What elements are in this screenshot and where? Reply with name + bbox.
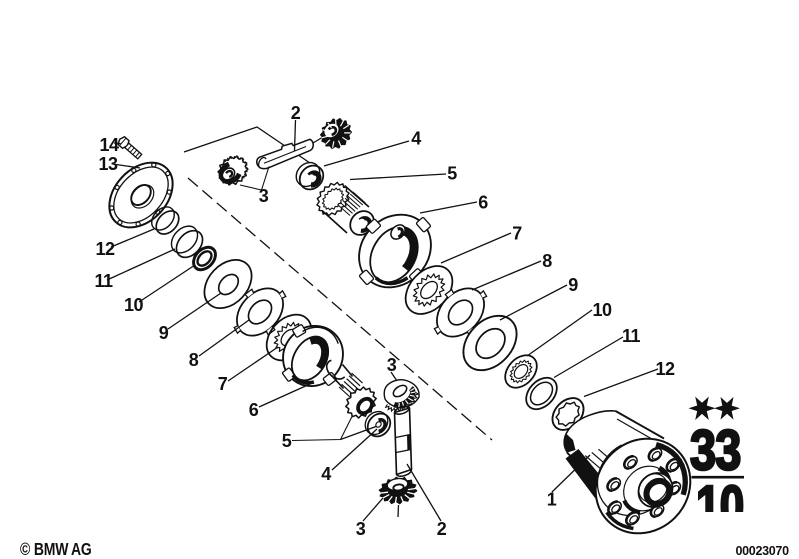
svg-text:5: 5 — [282, 431, 292, 451]
svg-text:2: 2 — [291, 103, 301, 123]
svg-text:12: 12 — [95, 239, 115, 259]
svg-text:6: 6 — [478, 193, 488, 213]
svg-text:9: 9 — [568, 275, 578, 295]
svg-text:00023070: 00023070 — [736, 544, 790, 558]
svg-text:33: 33 — [690, 419, 740, 482]
svg-text:8: 8 — [189, 350, 199, 370]
svg-text:1: 1 — [547, 490, 557, 510]
svg-text:8: 8 — [542, 251, 552, 271]
svg-text:13: 13 — [98, 154, 118, 174]
svg-text:7: 7 — [512, 224, 522, 244]
svg-text:11: 11 — [94, 271, 113, 291]
svg-text:7: 7 — [218, 374, 228, 394]
svg-text:12: 12 — [655, 359, 675, 379]
svg-text:10: 10 — [592, 300, 612, 320]
svg-text:2: 2 — [437, 519, 447, 539]
svg-text:4: 4 — [321, 464, 331, 484]
svg-text:9: 9 — [159, 323, 169, 343]
svg-text:14: 14 — [99, 135, 119, 155]
svg-text:6: 6 — [249, 400, 259, 420]
svg-text:11: 11 — [622, 326, 641, 346]
svg-text:3: 3 — [356, 519, 366, 539]
svg-text:3: 3 — [387, 355, 397, 375]
svg-text:3: 3 — [259, 186, 269, 206]
svg-text:5: 5 — [447, 164, 457, 184]
svg-text:© BMW AG: © BMW AG — [20, 541, 92, 559]
svg-text:10: 10 — [696, 474, 743, 538]
svg-text:10: 10 — [124, 295, 144, 315]
svg-text:4: 4 — [411, 129, 421, 149]
